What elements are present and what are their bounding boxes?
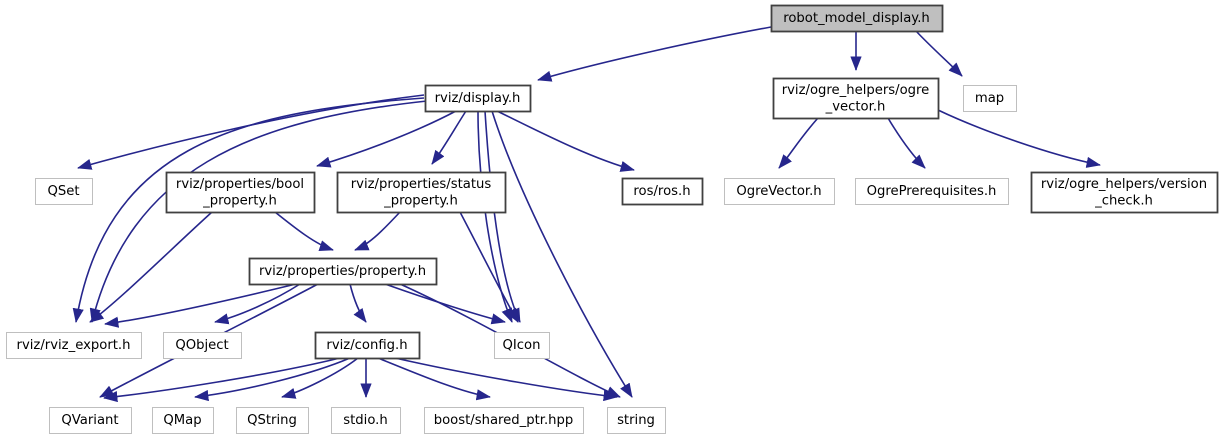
node-label-qvariant: QVariant	[61, 413, 118, 428]
edge-display-to-qicon	[477, 110, 513, 323]
node-qmap[interactable]: QMap	[152, 407, 214, 434]
edge-ogre_vector-to-version_check	[937, 109, 1101, 168]
node-config[interactable]: rviz/config.h	[314, 331, 421, 360]
node-box-qstring	[236, 407, 309, 434]
node-label-ros: ros/ros.h	[633, 184, 690, 199]
node-label-boost_shared: boost/shared_ptr.hpp	[434, 413, 574, 428]
node-root[interactable]: robot_model_display.h	[770, 4, 944, 33]
edge-status_property-to-qicon	[459, 211, 519, 323]
node-label-status_property: rviz/properties/status	[351, 177, 492, 192]
edge-bool_property-to-rviz_export	[89, 211, 213, 323]
edge-ogre_vector-to-ogre_vector_h	[778, 117, 819, 169]
node-label-qicon: QIcon	[503, 338, 541, 353]
edge-config-to-qstring	[281, 357, 359, 399]
edge-property-to-config	[349, 283, 367, 323]
edge-status_property-to-property	[354, 211, 401, 251]
node-ros[interactable]: ros/ros.h	[621, 177, 704, 206]
node-ogre_vector_h[interactable]: OgreVector.h	[724, 178, 835, 205]
node-label-ogre_vector: _vector.h	[825, 99, 886, 114]
node-box-stdio	[331, 407, 401, 434]
edge-display-to-rviz_export	[89, 100, 428, 323]
node-box-config	[314, 331, 421, 360]
node-box-status_property	[336, 171, 507, 214]
edge-config-to-qmap	[194, 357, 351, 402]
node-box-ogre_prereq	[855, 178, 1009, 205]
edge-display-to-ros	[496, 110, 635, 172]
node-label-ogre_vector_h: OgreVector.h	[736, 184, 821, 199]
edge-property-to-qicon	[384, 283, 506, 325]
node-label-qstring: QString	[247, 413, 297, 428]
node-rviz_export[interactable]: rviz/rviz_export.h	[6, 332, 142, 359]
edge-ogre_vector-to-ogre_prereq	[887, 117, 926, 169]
node-label-string: string	[617, 413, 655, 428]
node-box-root	[770, 4, 944, 33]
node-qobject[interactable]: QObject	[163, 332, 242, 359]
node-property[interactable]: rviz/properties/property.h	[248, 257, 438, 286]
node-label-qmap: QMap	[163, 413, 201, 428]
edge-bool_property-to-property	[274, 211, 334, 252]
node-string[interactable]: string	[607, 407, 666, 434]
node-version_check[interactable]: rviz/ogre_helpers/version_check.h	[1030, 171, 1219, 214]
node-label-ogre_prereq: OgrePrerequisites.h	[867, 184, 997, 199]
node-label-property: rviz/properties/property.h	[259, 264, 426, 279]
node-box-ogre_vector_h	[724, 178, 835, 205]
node-box-qobject	[163, 332, 242, 359]
node-box-string	[607, 407, 666, 434]
node-bool_property[interactable]: rviz/properties/bool_property.h	[165, 171, 316, 214]
node-box-bool_property	[165, 171, 316, 214]
node-box-qset	[35, 178, 93, 205]
node-label-status_property: _property.h	[383, 193, 458, 208]
node-ogre_prereq[interactable]: OgrePrerequisites.h	[855, 178, 1009, 205]
edge-display-to-bool_property	[316, 110, 457, 168]
node-box-ros	[621, 177, 704, 206]
node-map[interactable]: map	[963, 85, 1017, 112]
edge-config-to-boost_shared	[377, 357, 491, 401]
edge-root-to-map	[915, 30, 963, 77]
node-label-qobject: QObject	[175, 338, 228, 353]
node-label-root: robot_model_display.h	[783, 11, 930, 26]
node-box-ogre_vector	[772, 77, 940, 120]
node-qvariant[interactable]: QVariant	[49, 407, 132, 434]
node-box-property	[248, 257, 438, 286]
edge-display-to-status_property	[431, 110, 467, 165]
edge-property-to-rviz_export	[104, 283, 297, 328]
node-qset[interactable]: QSet	[35, 178, 93, 205]
edge-config-to-qvariant	[103, 357, 341, 403]
node-status_property[interactable]: rviz/properties/status_property.h	[336, 171, 507, 214]
node-box-qvariant	[49, 407, 132, 434]
node-box-rviz_export	[6, 332, 142, 359]
node-box-version_check	[1030, 171, 1219, 214]
node-label-version_check: _check.h	[1094, 193, 1153, 208]
node-box-qmap	[152, 407, 214, 434]
node-qstring[interactable]: QString	[236, 407, 309, 434]
node-ogre_vector[interactable]: rviz/ogre_helpers/ogre_vector.h	[772, 77, 940, 120]
node-label-stdio: stdio.h	[343, 413, 387, 428]
node-box-qicon	[494, 332, 550, 359]
node-label-bool_property: rviz/properties/bool	[176, 177, 304, 192]
node-qicon[interactable]: QIcon	[494, 332, 550, 359]
edge-display-to-rviz_export	[72, 97, 425, 323]
edge-display-to-qset	[77, 94, 425, 170]
node-display[interactable]: rviz/display.h	[424, 84, 532, 113]
node-label-map: map	[975, 91, 1004, 106]
edge-root-to-display	[537, 26, 772, 82]
node-box-boost_shared	[424, 407, 584, 434]
node-label-version_check: rviz/ogre_helpers/version	[1041, 177, 1207, 192]
edge-display-to-qicon	[484, 110, 521, 323]
node-label-rviz_export: rviz/rviz_export.h	[17, 338, 131, 353]
node-box-map	[963, 85, 1017, 112]
nodes-layer: robot_model_display.h rviz/display.h rviz/…	[6, 4, 1219, 434]
node-label-ogre_vector: rviz/ogre_helpers/ogre	[782, 83, 930, 98]
node-label-qset: QSet	[47, 184, 79, 199]
node-label-bool_property: _property.h	[202, 193, 277, 208]
edge-property-to-qobject	[214, 283, 301, 325]
node-stdio[interactable]: stdio.h	[331, 407, 401, 434]
edge-display-to-string	[491, 110, 633, 398]
node-label-display: rviz/display.h	[435, 91, 521, 106]
node-box-display	[424, 84, 532, 113]
edge-config-to-string	[394, 357, 618, 402]
node-boost_shared[interactable]: boost/shared_ptr.hpp	[424, 407, 584, 434]
node-label-config: rviz/config.h	[326, 338, 407, 353]
